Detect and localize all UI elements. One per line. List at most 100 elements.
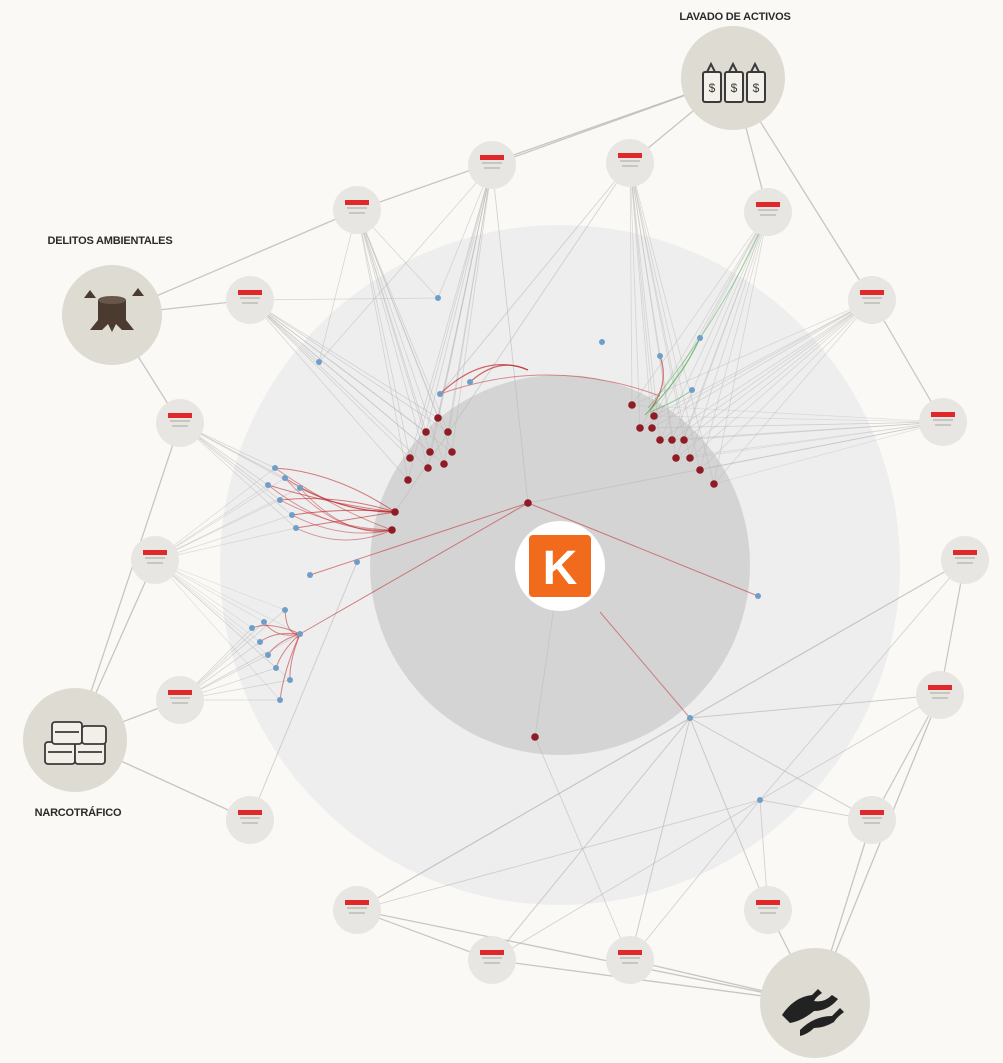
- media-node[interactable]: [606, 936, 654, 984]
- center-logo[interactable]: K: [515, 521, 605, 611]
- media-node[interactable]: [468, 936, 516, 984]
- link-curve: [649, 355, 664, 411]
- category-narco[interactable]: NARCOTRÁFICO: [23, 688, 127, 819]
- link: [154, 559, 277, 669]
- link: [491, 799, 761, 961]
- link: [425, 164, 493, 433]
- link: [671, 421, 944, 441]
- connector-dot: [689, 387, 695, 393]
- link: [629, 162, 633, 406]
- source-dot: [426, 448, 434, 456]
- media-node[interactable]: [848, 276, 896, 324]
- link: [249, 297, 439, 301]
- media-node[interactable]: [916, 671, 964, 719]
- media-node[interactable]: [468, 141, 516, 189]
- source-dot: [404, 476, 412, 484]
- category-lavado[interactable]: LAVADO DE ACTIVOS $ $ $: [679, 11, 791, 130]
- connector-dot: [257, 639, 263, 645]
- link: [629, 799, 761, 961]
- connector-dot: [287, 677, 293, 683]
- media-node[interactable]: [744, 188, 792, 236]
- link: [491, 164, 529, 504]
- link: [659, 299, 873, 441]
- svg-text:$: $: [753, 81, 760, 95]
- category-ambientales[interactable]: DELITOS AMBIENTALES: [48, 235, 173, 365]
- media-node[interactable]: [131, 536, 179, 584]
- link: [356, 209, 411, 459]
- link: [527, 421, 944, 504]
- link: [629, 162, 655, 417]
- link: [356, 209, 453, 453]
- source-dot: [648, 424, 656, 432]
- connector-dot: [657, 353, 663, 359]
- link: [249, 299, 453, 453]
- media-node[interactable]: [848, 796, 896, 844]
- link: [659, 421, 944, 441]
- connector-dot: [272, 465, 278, 471]
- media-node[interactable]: [156, 399, 204, 447]
- link: [759, 694, 941, 801]
- media-node[interactable]: [333, 186, 381, 234]
- center-logo-letter: K: [543, 542, 578, 595]
- link: [639, 299, 873, 429]
- link: [629, 162, 641, 429]
- link: [407, 164, 493, 481]
- link: [527, 502, 759, 597]
- link: [356, 799, 761, 911]
- link: [154, 559, 291, 681]
- link-curve: [284, 477, 396, 513]
- link: [699, 299, 873, 471]
- link-curve: [644, 337, 701, 416]
- connector-dot: [249, 625, 255, 631]
- media-node[interactable]: [156, 676, 204, 724]
- link: [179, 422, 297, 529]
- svg-text:$: $: [709, 81, 716, 95]
- link-curve: [267, 484, 393, 531]
- category-fauna[interactable]: [760, 948, 870, 1058]
- link-curve: [279, 499, 393, 531]
- connector-dot: [277, 697, 283, 703]
- link: [154, 527, 297, 561]
- link: [659, 211, 769, 441]
- link-curve: [295, 511, 396, 529]
- link: [154, 559, 281, 701]
- link: [629, 162, 691, 459]
- link-curve: [295, 527, 393, 541]
- link-curve: [279, 498, 396, 513]
- source-dot: [650, 412, 658, 420]
- link: [683, 421, 944, 441]
- link-curve: [263, 621, 301, 636]
- link: [249, 299, 429, 469]
- connector-dot: [297, 631, 303, 637]
- media-node[interactable]: [744, 886, 792, 934]
- source-dot: [524, 499, 532, 507]
- link: [699, 211, 769, 471]
- media-node[interactable]: [941, 536, 989, 584]
- source-dot: [628, 401, 636, 409]
- media-node[interactable]: [226, 796, 274, 844]
- connector-dot: [273, 665, 279, 671]
- link: [689, 211, 769, 459]
- source-dot: [710, 480, 718, 488]
- connector-dot: [261, 619, 267, 625]
- link: [249, 299, 445, 465]
- link: [639, 421, 944, 429]
- link: [651, 299, 873, 429]
- media-node[interactable]: [333, 886, 381, 934]
- link: [154, 487, 301, 561]
- link: [629, 162, 715, 485]
- source-dot: [388, 526, 396, 534]
- link: [74, 422, 181, 741]
- connector-dot: [316, 359, 322, 365]
- media-node[interactable]: [226, 276, 274, 324]
- link: [631, 211, 769, 406]
- link: [689, 421, 944, 459]
- link: [651, 421, 944, 429]
- media-node[interactable]: [919, 398, 967, 446]
- link: [356, 209, 449, 433]
- source-dot: [391, 508, 399, 516]
- media-node[interactable]: [606, 139, 654, 187]
- source-dot: [531, 733, 539, 741]
- source-dot: [636, 424, 644, 432]
